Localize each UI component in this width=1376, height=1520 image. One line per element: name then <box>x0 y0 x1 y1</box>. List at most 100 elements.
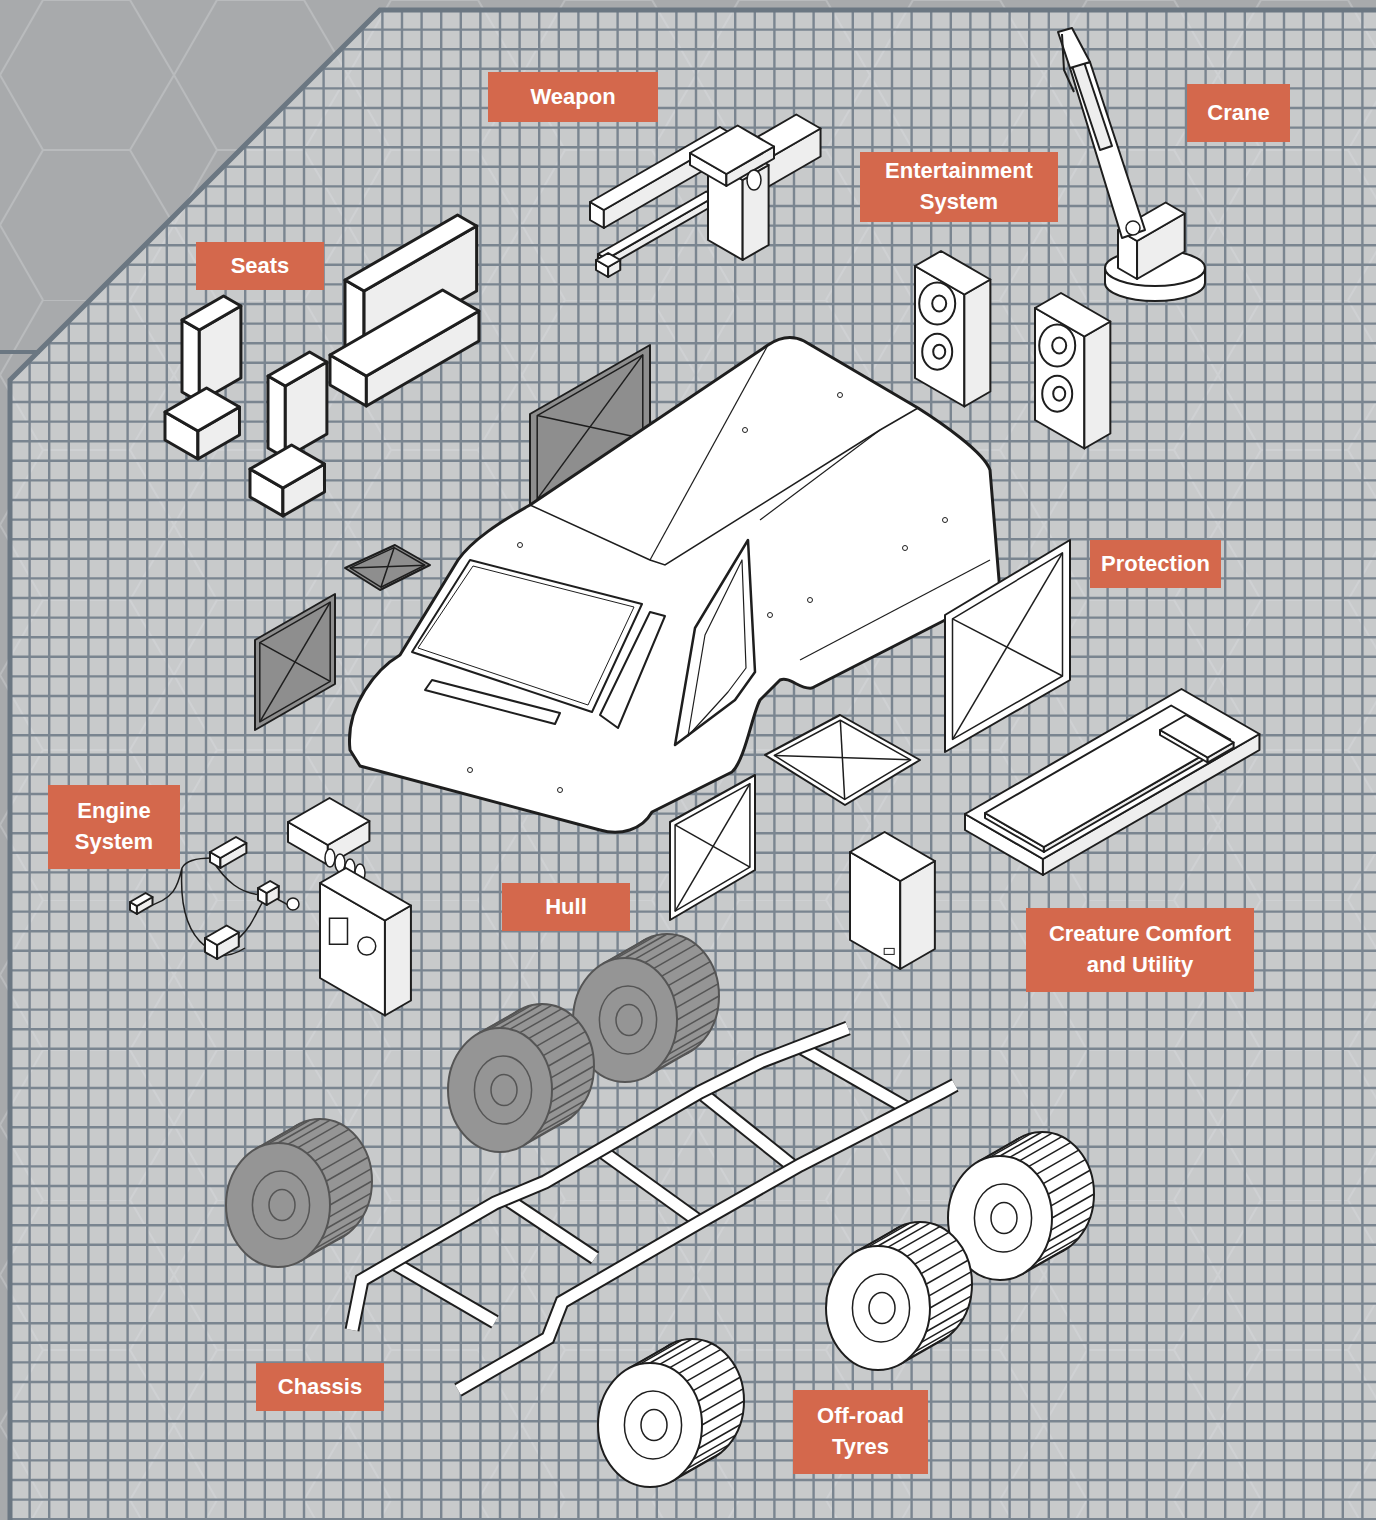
part-label: Engine System <box>48 785 180 869</box>
chassis-rail <box>800 1047 910 1110</box>
part-name: Weapon <box>530 82 615 113</box>
weapon-rod <box>598 192 715 260</box>
tyre-hub <box>991 1203 1017 1234</box>
grid-line <box>0 1479 1376 1481</box>
speaker-box <box>1084 322 1110 449</box>
speakers <box>915 251 1110 449</box>
grid-line <box>1361 0 1363 1520</box>
tyre-tread <box>868 1223 910 1247</box>
tyre-tread <box>1052 1194 1094 1218</box>
grid-line <box>185 0 187 1520</box>
tyre-tread <box>551 1054 593 1078</box>
chassis-rail <box>700 1092 795 1168</box>
hull-door <box>675 540 755 745</box>
part-name: Crane <box>1207 98 1269 129</box>
tyre <box>448 1004 594 1152</box>
tyre-tread <box>670 1344 712 1368</box>
hull-rivet <box>838 393 843 398</box>
grid-line <box>0 1302 1376 1304</box>
panel-brace <box>675 784 750 912</box>
grid-line <box>264 0 266 1520</box>
tyre-tread <box>898 1227 940 1251</box>
tyre-tread <box>1048 1170 1090 1194</box>
protection-panel <box>255 594 335 730</box>
part-label: Weapon <box>488 72 658 122</box>
grid-ground <box>10 10 1376 1520</box>
tyre-tread <box>1020 1137 1062 1161</box>
tyre-hub <box>869 1293 895 1324</box>
weapon-bolt <box>747 170 761 190</box>
grid-line <box>205 0 207 1520</box>
hull-rivet <box>768 613 773 618</box>
part-label: Entertainment System <box>860 152 1058 222</box>
part-name: Seats <box>231 251 290 282</box>
chassis-rail <box>700 1092 795 1168</box>
grid-line <box>0 1283 1376 1285</box>
protection-panel <box>945 540 1070 752</box>
tyre-tread <box>1029 1142 1071 1166</box>
label-text-group: Engine System <box>56 796 172 858</box>
seat-back <box>182 320 199 402</box>
label-text-group: Weapon <box>530 82 615 113</box>
tyre-tread <box>329 1193 371 1217</box>
seat-back <box>182 296 241 330</box>
speaker-cone <box>932 295 946 311</box>
tyre-tread <box>698 1377 740 1401</box>
tyre-tread <box>929 1296 971 1320</box>
hull-rivet <box>743 428 748 433</box>
protection-panel <box>765 715 920 805</box>
engine-unit <box>288 798 369 845</box>
tyre-tread <box>662 952 704 976</box>
label-text-group: Creature Comfort and Utility <box>1034 919 1246 981</box>
tyre-hub <box>269 1190 295 1221</box>
part-name: Off-road Tyres <box>801 1401 920 1463</box>
grid-line <box>166 0 168 1520</box>
hull-rivet <box>808 598 813 603</box>
tyre-tread <box>1037 1150 1079 1174</box>
engine-fin <box>325 849 335 867</box>
tyre-tread <box>298 1124 340 1148</box>
grid-line <box>48 0 50 1520</box>
panel-brace <box>953 553 1063 740</box>
part-label: Off-road Tyres <box>793 1390 928 1474</box>
tyre-tread <box>543 1032 585 1056</box>
tyre-tread <box>490 1005 532 1029</box>
grid-line <box>0 1518 1376 1520</box>
hull-rivet <box>558 788 563 793</box>
tyre-hub <box>641 1410 667 1441</box>
tyre <box>573 934 719 1082</box>
tyre-tread <box>679 1349 721 1373</box>
bench-back <box>345 215 477 291</box>
grid-line <box>0 107 1376 109</box>
part-name: Engine System <box>56 796 172 858</box>
tyre-tread <box>676 1008 718 1032</box>
hull-pillar <box>600 612 665 728</box>
panel-brace <box>381 548 394 588</box>
bed-pillow <box>1160 715 1234 758</box>
speaker-cone <box>1052 337 1066 353</box>
engine-sensor <box>210 837 246 858</box>
label-text-group: Entertainment System <box>868 156 1050 218</box>
chassis-rail <box>800 1047 910 1110</box>
label-text-group: Chassis <box>278 1372 362 1403</box>
hull-grille <box>425 680 560 724</box>
grid-line <box>244 0 246 1520</box>
grid-line <box>1008 0 1010 1520</box>
engine-switch <box>258 881 279 893</box>
tyres <box>598 1132 1094 1487</box>
protection-panel <box>675 784 750 912</box>
tyre-face <box>448 1028 552 1152</box>
tyre-tread <box>268 1120 310 1144</box>
bed-frame <box>965 689 1259 859</box>
hull <box>349 338 1000 833</box>
hull-rivet <box>943 518 948 523</box>
tyre-face <box>826 1246 930 1370</box>
tyre-rim <box>474 1056 531 1124</box>
hull-rivet <box>518 543 523 548</box>
speaker-cone <box>922 334 952 370</box>
tyre-tread <box>701 1389 743 1413</box>
grid-border <box>0 350 40 354</box>
